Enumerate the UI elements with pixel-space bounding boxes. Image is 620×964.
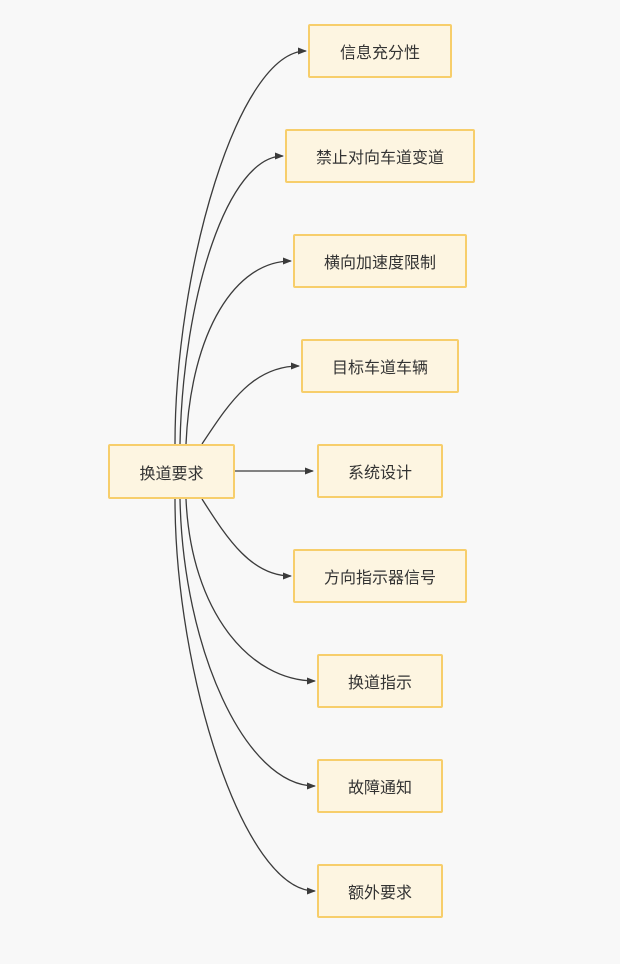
edge-to-target-lane-vehicles <box>201 362 300 445</box>
node-label: 方向指示器信号 <box>323 570 436 587</box>
edge-to-direction-indicator-signal <box>201 498 292 580</box>
node-lane-change-requirements[interactable]: 换道要求 <box>108 444 235 499</box>
node-label: 额外要求 <box>347 885 412 902</box>
node-label: 目标车道车辆 <box>331 360 428 377</box>
node-target-lane-vehicles[interactable]: 目标车道车辆 <box>301 339 459 393</box>
node-additional-requirements[interactable]: 额外要求 <box>317 864 443 918</box>
node-label: 横向加速度限制 <box>323 255 436 272</box>
node-no-opposite-lane-change[interactable]: 禁止对向车道变道 <box>285 129 475 183</box>
node-label: 换道要求 <box>139 465 204 483</box>
node-label: 系统设计 <box>347 465 412 482</box>
edge-to-information-sufficiency <box>174 47 307 445</box>
edge-to-no-opposite-lane-change <box>179 152 284 445</box>
edge-to-fault-notification <box>179 498 316 790</box>
edge-to-lane-change-indication <box>185 498 316 685</box>
node-label: 换道指示 <box>347 675 412 692</box>
node-label: 禁止对向车道变道 <box>315 150 444 167</box>
node-system-design[interactable]: 系统设计 <box>317 444 443 498</box>
node-label: 信息充分性 <box>339 45 420 62</box>
node-lane-change-indication[interactable]: 换道指示 <box>317 654 443 708</box>
edge-to-additional-requirements <box>174 498 316 895</box>
node-lateral-acceleration-limit[interactable]: 横向加速度限制 <box>293 234 467 288</box>
node-direction-indicator-signal[interactable]: 方向指示器信号 <box>293 549 467 603</box>
edge-to-lateral-acceleration-limit <box>185 257 292 445</box>
node-information-sufficiency[interactable]: 信息充分性 <box>308 24 452 78</box>
node-fault-notification[interactable]: 故障通知 <box>317 759 443 813</box>
node-label: 故障通知 <box>347 780 412 797</box>
